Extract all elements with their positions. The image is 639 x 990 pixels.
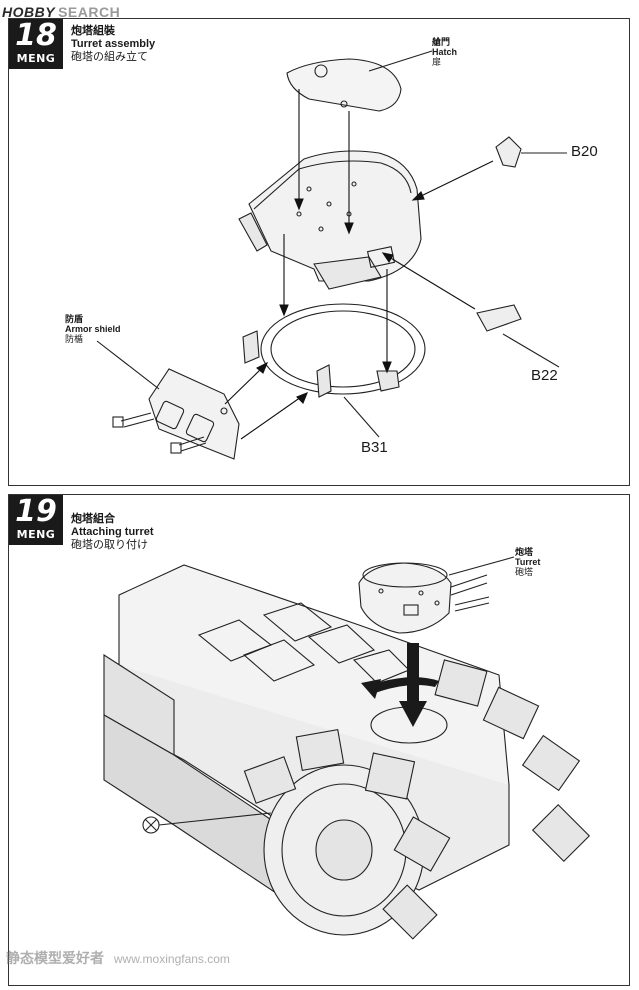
step-19-title-cn: 炮塔組合: [71, 513, 115, 525]
turret-attaching-drawing: [103, 556, 591, 940]
step-18-brand: MENG: [16, 52, 56, 65]
step-18-title-en: Turret assembly: [71, 38, 156, 50]
watermark-hobby: HOBBY: [2, 4, 56, 20]
armor-shield-label-en: Armor shield: [65, 324, 121, 334]
hatch-label-cn: 艙門: [432, 37, 451, 47]
watermark-bottom-text: 静态模型爱好者: [6, 950, 104, 966]
turret-label-en: Turret: [515, 557, 541, 567]
part-b22-label: B22: [531, 367, 558, 384]
step-19-panel: 19 MENG 炮塔組合 Attaching turret 砲塔の取り付け: [8, 494, 630, 986]
armor-shield-label-jp: 防楯: [65, 334, 84, 344]
hatch-label: 艙門 Hatch 扉: [432, 37, 457, 67]
hatch-label-jp: 扉: [432, 57, 442, 67]
step-18-title-jp: 砲塔の組み立て: [71, 51, 148, 63]
turret-label-jp: 砲塔: [515, 567, 534, 577]
armor-shield-label-cn: 防盾: [65, 314, 84, 324]
step-19-brand: MENG: [16, 528, 56, 541]
hatch-label-en: Hatch: [432, 47, 458, 57]
moxingfans-watermark: 静态模型爱好者 www.moxingfans.com: [6, 948, 230, 968]
step-19-title-en: Attaching turret: [71, 526, 154, 538]
turret-label-cn: 炮塔: [515, 547, 534, 557]
step-19-title: 炮塔組合 Attaching turret 砲塔の取り付け: [71, 513, 154, 552]
turret-assembly-drawing: [96, 50, 567, 460]
step-18-badge: 18 MENG: [9, 19, 63, 69]
hobbysearch-watermark: HOBBY SEARCH: [2, 2, 120, 22]
step-19-number: 19: [15, 494, 57, 529]
step-18-panel: 18 MENG 炮塔組裝 Turret assembly 砲塔の組み立て: [8, 18, 630, 486]
watermark-search: SEARCH: [58, 4, 121, 20]
armor-shield-label: 防盾 Armor shield 防楯: [65, 314, 121, 344]
part-b20-label: B20: [571, 143, 598, 160]
step-18-number: 18: [15, 18, 57, 53]
part-b31-label: B31: [361, 439, 388, 456]
step-18-title: 炮塔組裝 Turret assembly 砲塔の組み立て: [71, 25, 155, 64]
turret-label: 炮塔 Turret 砲塔: [515, 547, 540, 577]
step-19-badge: 19 MENG: [9, 495, 63, 545]
step-19-title-jp: 砲塔の取り付け: [71, 539, 148, 551]
watermark-bottom-url: www.moxingfans.com: [113, 952, 230, 966]
step-18-title-cn: 炮塔組裝: [71, 25, 115, 37]
